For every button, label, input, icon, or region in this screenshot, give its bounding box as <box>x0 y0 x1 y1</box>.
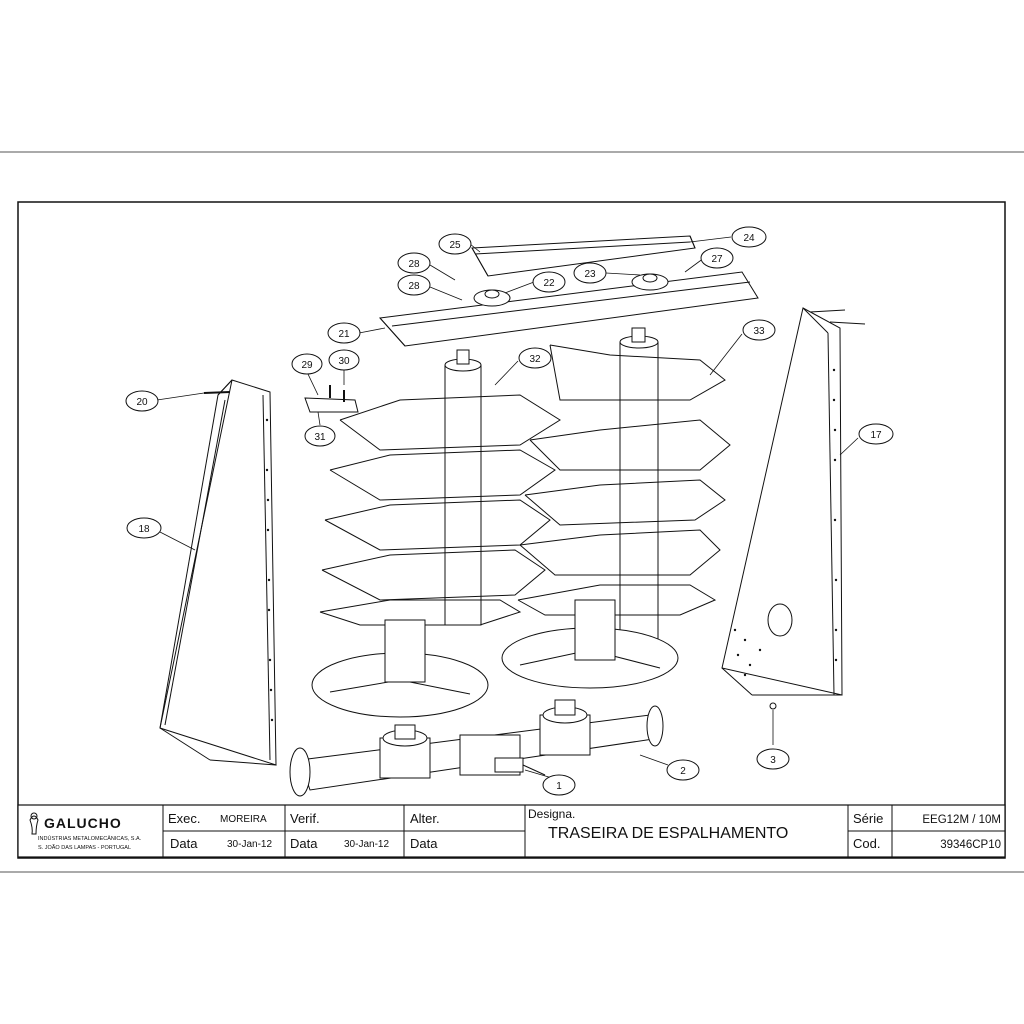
part-3-nut <box>769 702 777 710</box>
svg-text:33: 33 <box>753 326 765 337</box>
callout-leaders <box>156 236 859 784</box>
cod-label: Cod. <box>853 836 880 851</box>
svg-text:18: 18 <box>138 524 150 535</box>
company-name: GALUCHO <box>44 815 122 831</box>
part-1-input-shaft <box>494 757 546 776</box>
callout-24: 24 <box>731 226 767 248</box>
callout-29: 29 <box>291 353 323 375</box>
alter-label: Alter. <box>410 811 440 826</box>
callout-28-upper: 28 <box>397 252 431 274</box>
part-21-crossbeam <box>378 271 759 347</box>
callout-23: 23 <box>573 262 607 284</box>
svg-text:29: 29 <box>301 360 313 371</box>
svg-text:24: 24 <box>743 233 755 244</box>
svg-text:2: 2 <box>680 766 686 777</box>
drawing-frame <box>17 201 1006 859</box>
callout-25: 25 <box>438 233 472 255</box>
part-20-bolt <box>203 391 231 394</box>
svg-text:22: 22 <box>543 278 555 289</box>
callout-17: 17 <box>858 423 894 445</box>
part-2-drive-axle <box>289 699 664 797</box>
part-25-top-cover <box>471 235 696 277</box>
callout-2: 2 <box>666 759 700 781</box>
callout-bubbles: 1 2 3 17 18 20 21 22 23 24 25 27 28 28 2… <box>125 226 894 796</box>
exec-date-label: Data <box>170 836 198 851</box>
callout-22: 22 <box>532 271 566 293</box>
exec-label: Exec. <box>168 811 201 826</box>
part-17-right-side-panel <box>721 307 866 696</box>
callout-33: 33 <box>742 319 776 341</box>
svg-text:17: 17 <box>870 430 882 441</box>
verif-date-label: Data <box>290 836 318 851</box>
callout-21: 21 <box>327 322 361 344</box>
svg-text:1: 1 <box>556 781 562 792</box>
svg-text:25: 25 <box>449 240 461 251</box>
callout-27: 27 <box>700 247 734 269</box>
exec-date-value: 30-Jan-12 <box>227 839 272 850</box>
svg-text:3: 3 <box>770 755 776 766</box>
callout-1: 1 <box>542 774 576 796</box>
bearing-flanges <box>473 273 669 307</box>
svg-text:28: 28 <box>408 281 420 292</box>
company-logo <box>29 812 39 835</box>
svg-text:23: 23 <box>584 269 596 280</box>
parts-29-30-31-fasteners <box>304 385 359 413</box>
designation-value: TRASEIRA DE ESPALHAMENTO <box>548 825 788 842</box>
part-18-left-side-panel <box>159 379 277 766</box>
svg-text:21: 21 <box>338 329 350 340</box>
serie-value: EEG12M / 10M <box>922 814 1001 826</box>
company-line-2: S. JOÃO DAS LAMPAS - PORTUGAL <box>38 844 131 851</box>
exploded-assembly-drawing <box>159 235 866 797</box>
svg-text:30: 30 <box>338 356 350 367</box>
cod-value: 39346CP10 <box>940 839 1001 851</box>
callout-18: 18 <box>126 517 162 539</box>
alter-date-label: Data <box>410 836 438 851</box>
svg-text:28: 28 <box>408 259 420 270</box>
callout-31: 31 <box>304 425 336 447</box>
callout-20: 20 <box>125 390 159 412</box>
svg-text:20: 20 <box>136 397 148 408</box>
callout-28-lower: 28 <box>397 274 431 296</box>
company-line-1: INDÚSTRIAS METALOMECÂNICAS, S.A. <box>38 835 142 842</box>
serie-label: Série <box>853 811 883 826</box>
callout-3: 3 <box>756 748 790 770</box>
title-block: GALUCHO INDÚSTRIAS METALOMECÂNICAS, S.A.… <box>17 804 1006 858</box>
svg-text:32: 32 <box>529 354 541 365</box>
svg-text:31: 31 <box>314 432 326 443</box>
verif-label: Verif. <box>290 811 320 826</box>
designation-label: Designa. <box>528 807 575 821</box>
svg-text:27: 27 <box>711 254 723 265</box>
part-32-left-rotor <box>311 349 561 718</box>
exec-value: MOREIRA <box>220 814 267 825</box>
callout-32: 32 <box>518 347 552 369</box>
part-33-right-rotor <box>501 327 731 689</box>
verif-date-value: 30-Jan-12 <box>344 839 389 850</box>
callout-30: 30 <box>328 349 360 371</box>
